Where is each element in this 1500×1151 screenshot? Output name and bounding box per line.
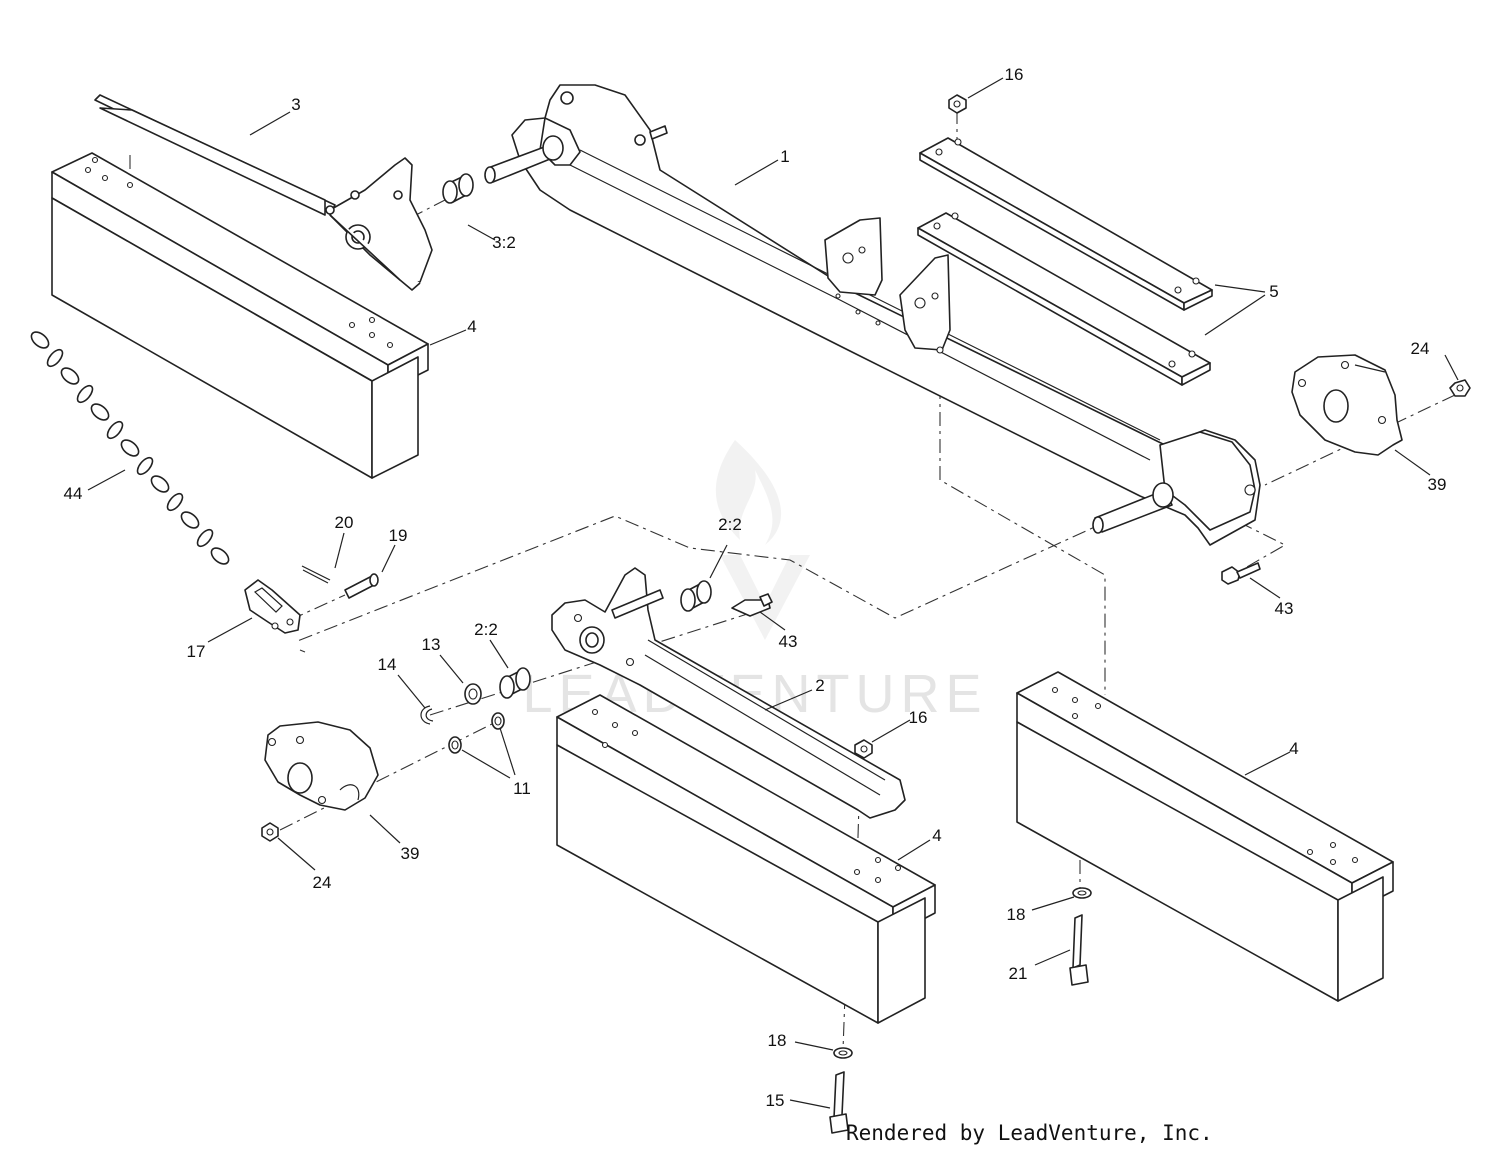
leader-lines — [87, 77, 1459, 1109]
callout-43-left: 43 — [779, 632, 798, 651]
callout-14: 14 — [378, 655, 397, 674]
callout-2-2-top: 2:2 — [718, 515, 742, 534]
callout-18-right: 18 — [1007, 905, 1026, 924]
callout-15: 15 — [766, 1091, 785, 1110]
part-19-pin — [344, 573, 379, 599]
callout-16-top: 16 — [1005, 65, 1024, 84]
part-16-nut-bottom — [854, 739, 873, 759]
callout-39-left: 39 — [401, 844, 420, 863]
part-3-channel-bracket — [94, 94, 433, 291]
callout-39-right: 39 — [1428, 475, 1447, 494]
part-5-plates — [917, 137, 1213, 386]
part-4-weight-block-middle — [556, 694, 936, 1024]
callout-43-right: 43 — [1275, 599, 1294, 618]
callout-21: 21 — [1009, 964, 1028, 983]
part-18-washer-right — [1072, 887, 1092, 899]
callout-4-middle: 4 — [932, 826, 941, 845]
part-4-weight-block-right — [1016, 671, 1394, 1002]
part-24-nut-right — [1449, 379, 1471, 397]
part-43-bolt-right — [1221, 562, 1261, 585]
part-13-washer — [464, 683, 482, 705]
callout-17: 17 — [187, 642, 206, 661]
callout-24-left: 24 — [313, 873, 332, 892]
callout-5: 5 — [1269, 282, 1278, 301]
callout-3: 3 — [291, 95, 300, 114]
part-16-nut-top — [948, 94, 967, 114]
watermark-logo — [715, 440, 810, 640]
callout-18-bottom: 18 — [768, 1031, 787, 1050]
part-2-2-bushing-bottom — [499, 667, 531, 699]
part-3-2-bushing — [442, 173, 474, 204]
callout-13: 13 — [422, 635, 441, 654]
callout-19: 19 — [389, 526, 408, 545]
callout-20: 20 — [335, 513, 354, 532]
callout-16-bottom: 16 — [909, 708, 928, 727]
callout-24-right: 24 — [1411, 339, 1430, 358]
part-39-hub-left — [264, 721, 379, 811]
callout-1: 1 — [780, 147, 789, 166]
part-4-weight-block-left — [51, 152, 429, 479]
part-2-channel-bracket — [551, 567, 906, 819]
callout-44: 44 — [64, 484, 83, 503]
callout-labels: 3 3:2 1 16 5 4 24 39 43 44 20 19 17 2:2 … — [64, 65, 1447, 1110]
part-14-snap-ring — [420, 705, 434, 725]
part-43-bolt-left — [731, 593, 773, 617]
callout-4-left: 4 — [467, 317, 476, 336]
callout-2: 2 — [815, 676, 824, 695]
part-17-shackle — [244, 579, 301, 634]
part-20-cotter-pin — [301, 565, 331, 584]
part-2-2-bushing-top — [680, 580, 712, 612]
part-15-bolt — [829, 1071, 849, 1134]
credit-text: Rendered by LeadVenture, Inc. — [846, 1121, 1213, 1145]
part-1-main-frame — [484, 84, 1261, 546]
part-24-nut-left — [261, 822, 279, 842]
callout-11: 11 — [513, 779, 531, 798]
part-21-bolt — [1069, 914, 1089, 986]
callout-3-2: 3:2 — [492, 233, 516, 252]
part-11-washers — [448, 712, 505, 754]
callout-4-right: 4 — [1289, 739, 1298, 758]
callout-2-2-bottom: 2:2 — [474, 620, 498, 639]
part-39-hub-right — [1291, 354, 1403, 456]
part-44-chain — [30, 331, 230, 565]
part-18-washer-bottom — [833, 1047, 853, 1059]
